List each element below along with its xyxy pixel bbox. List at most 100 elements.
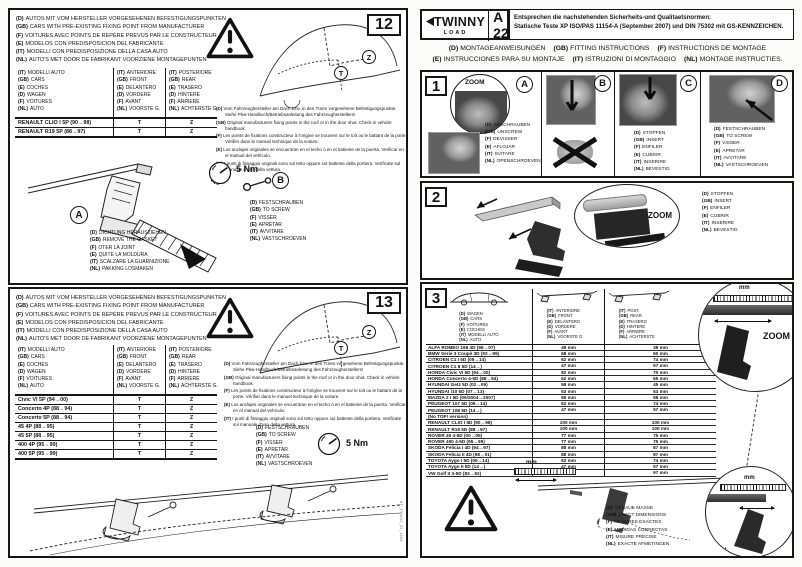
- lang-text: MESURES EXACTES: [614, 520, 662, 526]
- lang-line: (NL)VASTSCHROEVEN: [250, 236, 306, 243]
- fixing-point-t-marker: T: [334, 66, 348, 80]
- lang-text: AUTO'S MET DOOR DE FABRIKANT VOORZIENE M…: [29, 57, 207, 64]
- lang-code: (GB): [250, 207, 261, 214]
- lang-code: (NL): [117, 383, 127, 390]
- lang-line: (IT)INSERIRE: [634, 159, 670, 166]
- panel13-car-table: (IT)MODELLI AUTO(GB)CARS(E)COCHES(D)WAGE…: [15, 345, 218, 460]
- step-3-box: 3 (D)WAGEN(GB)CARS(F)VOITURES(E)COCHES(I…: [420, 282, 794, 558]
- lang-line: (D)WAGEN: [459, 311, 498, 316]
- lang-text: STOPFEN: [642, 131, 666, 136]
- lang-text: INSERT: [714, 199, 732, 205]
- lang-text: VOITURES: [26, 376, 52, 382]
- substep-a-marker: A: [516, 76, 533, 93]
- lang-text: MODELLI CON PREDISPOSIZIONE DELLA CASA A…: [26, 328, 168, 334]
- lang-code: (D): [702, 192, 709, 197]
- substep-b-marker: B: [594, 75, 611, 92]
- lang-line: (D)HINTERE: [169, 92, 215, 99]
- torque-wrench-icon: [316, 431, 342, 462]
- lang-line: (D)STOPFEN: [634, 130, 670, 137]
- rear-overhang: 53 mm: [604, 388, 716, 394]
- front-overhang: 100 mm: [532, 420, 604, 426]
- mm-label: mm: [739, 285, 750, 291]
- car-model: ROVER 400 4-5D (95→99): [428, 439, 485, 445]
- lang-text: COCHES: [26, 361, 49, 368]
- lang-code: (E): [117, 84, 124, 91]
- rear-overhang: 57 mm: [604, 464, 716, 470]
- lang-text: OPENSCHROEVEN: [496, 158, 541, 164]
- lang-line: (F)ARRIERE: [169, 99, 215, 106]
- lang-text: INSERT: [646, 138, 664, 144]
- lang-code: (F): [216, 133, 222, 139]
- lang-line: (F)MESURES EXACTES: [606, 519, 669, 526]
- car-row: 400 5P (95→99) T Z: [15, 448, 217, 458]
- lang-code: (F): [16, 311, 24, 318]
- lang-code: (IT): [117, 70, 125, 76]
- lang-text: HINTERE: [177, 91, 200, 98]
- measure-arrow: [714, 319, 772, 323]
- lang-line: (D)WAGEN: [18, 369, 111, 376]
- note-text: Vom Fahrzeughersteller am Dach bzw. in d…: [231, 361, 405, 373]
- car-model: PEUGEOT 108 5D (14→): [428, 407, 482, 413]
- lang-text: VOORSTE G.: [129, 383, 161, 390]
- lang-text: FESTSCHRAUBEN: [258, 200, 304, 206]
- lang-text: VOITURES AVEC POINTS DE REPÈRE PREVUS PA…: [25, 32, 217, 39]
- car-row: Concerto 5P (88→94) T Z: [15, 412, 217, 422]
- front-mark: T: [113, 413, 165, 422]
- zoom-circle: mm ZOOM: [698, 284, 792, 392]
- lang-code: (D): [448, 45, 459, 52]
- lang-code: (IT): [619, 308, 626, 313]
- lang-text: VOORSTE G.: [129, 106, 161, 113]
- lang-code: (F): [657, 45, 667, 52]
- dimensions-table: (D)WAGEN(GB)CARS(F)VOITURES(E)COCHES(IT)…: [426, 289, 716, 477]
- lang-code: (NL): [16, 336, 27, 343]
- fixing-point-t-marker: T: [334, 341, 348, 355]
- note-text: Vom Fahrzeughersteller am Dach bzw. in d…: [223, 106, 397, 118]
- lang-line: (NL)VOORSTE G.: [117, 383, 163, 390]
- car-model: ROVER 45 4-5D (00→05): [428, 432, 483, 438]
- substep-c-marker: C: [680, 75, 697, 92]
- lang-text: CARS: [30, 354, 45, 361]
- front-mark: T: [113, 395, 165, 404]
- rear-overhang: 75 mm: [604, 432, 716, 438]
- lang-text: VOITURES: [466, 321, 489, 327]
- lang-line: (IT)ISTRUZIONI DI MONTAGGIO: [573, 55, 676, 66]
- rear-mark: Z: [165, 431, 217, 440]
- brand-sub: LOAD: [443, 30, 468, 36]
- dimension-row: SKODA Felicia I 4D (94→97) 88 mm 87 mm: [426, 445, 716, 452]
- lang-line: (E)INSTRUCCIONES PARA SU MONTAJE: [432, 55, 564, 66]
- lang-text: CUBRIR: [710, 213, 729, 219]
- lang-line: (IT)MODELLI CON PREDISPOSIZIONE DELLA CA…: [16, 327, 226, 335]
- lang-line: (F)ENFILER: [634, 144, 670, 151]
- table-header: (IT)MODELLI AUTO(GB)CARS(E)COCHES(D)WAGE…: [15, 345, 218, 395]
- lang-code: (GB): [459, 316, 469, 322]
- car-row: 45 4P (88→95) T Z: [15, 421, 217, 431]
- table-header: (IT)MODELLI AUTO(GB)CARS(E)COCHES(D)WAGE…: [15, 68, 218, 118]
- brand-logo: TWINNY LOAD: [426, 13, 485, 36]
- lang-text: ANTERIORE: [555, 308, 580, 313]
- lang-text: WAGEN: [26, 91, 46, 98]
- lang-code: (D): [256, 425, 263, 431]
- roof-bars-on-car-drawing: [20, 465, 404, 562]
- substep-d-marker: D: [771, 75, 788, 92]
- lang-text: APRETAR: [264, 446, 288, 453]
- rear-mark: Z: [165, 395, 217, 404]
- car-model: HONDA Civic VI 5D (94→00): [428, 369, 491, 375]
- lang-code: (D): [216, 106, 223, 111]
- lang-text: SVITARE: [494, 151, 515, 157]
- lang-code: (E): [16, 319, 24, 326]
- lang-text: VORDERE: [125, 91, 151, 98]
- rear-overhang: 38 mm: [604, 344, 716, 350]
- car-model: ALFA ROMEO 166 4D (98→07): [428, 344, 496, 350]
- mm-label: mm: [526, 460, 537, 466]
- lang-line: (IT)MODELLI CON PREDISPOSIZIONE DELLA CA…: [16, 48, 226, 56]
- lang-line: (D)HINTERE: [619, 324, 714, 329]
- photo-unscrew: [428, 132, 480, 174]
- front-overhang: 62 mm: [532, 457, 604, 464]
- lang-text: MODELOS CON PREDISPOSICION DEL FABRICANT…: [25, 319, 164, 326]
- note-line: (D) Vom Fahrzeughersteller am Dach bzw. …: [216, 106, 408, 118]
- torque-value: 5 Nm: [346, 438, 369, 448]
- car-model: Concerto 5P (88→94): [18, 414, 73, 421]
- lang-line: (D)VORDERE: [117, 92, 163, 99]
- rear-mark: Z: [165, 118, 217, 127]
- lang-text: APRETAR: [722, 148, 745, 154]
